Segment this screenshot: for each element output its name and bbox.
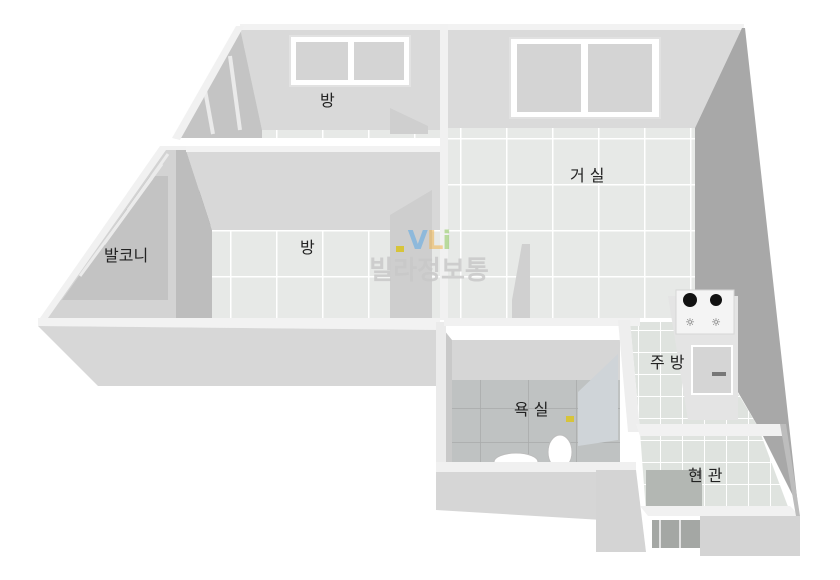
room-label-kitchen: 주 방 <box>650 353 685 372</box>
room-middle <box>176 146 444 318</box>
entrance <box>640 432 790 548</box>
room-label-bathroom: 욕 실 <box>514 400 549 419</box>
bath-glass-door <box>578 354 618 446</box>
svg-text:☼: ☼ <box>711 316 721 329</box>
window-living-room <box>509 37 661 119</box>
watermark-logo: VLi <box>349 228 509 254</box>
room-label-balcony: 발코니 <box>104 246 149 265</box>
room-label-top: 방 <box>320 91 335 110</box>
sink-icon <box>691 345 733 395</box>
room-label-living: 거 실 <box>570 166 605 185</box>
svg-text:☼: ☼ <box>685 316 695 329</box>
door-handle <box>396 246 404 252</box>
watermark-logo-letter: i <box>442 226 451 256</box>
door-top-room <box>390 108 428 134</box>
watermark-text: 빌라정보통 <box>369 256 489 286</box>
living-room <box>444 24 798 506</box>
watermark-logo-letter: L <box>426 226 444 256</box>
stove-burner-icon <box>683 293 697 307</box>
room-top <box>175 24 444 138</box>
kitchen-counter: ☼ ☼ <box>668 289 738 420</box>
stove-burner-icon <box>710 294 722 306</box>
room-label-middle: 방 <box>300 238 315 257</box>
watermark-logo-letter: V <box>407 226 428 256</box>
wall-right <box>695 28 798 506</box>
watermark-logo-text: VLi <box>407 226 452 256</box>
outer-walls <box>38 24 800 556</box>
watermark: VLi 빌라정보통 <box>349 228 509 288</box>
room-label-entrance: 현 관 <box>688 466 723 485</box>
kitchen: ☼ ☼ <box>630 289 760 430</box>
door-middle-room <box>390 190 432 318</box>
window-top-room <box>289 35 411 87</box>
window-left-top <box>203 55 242 135</box>
